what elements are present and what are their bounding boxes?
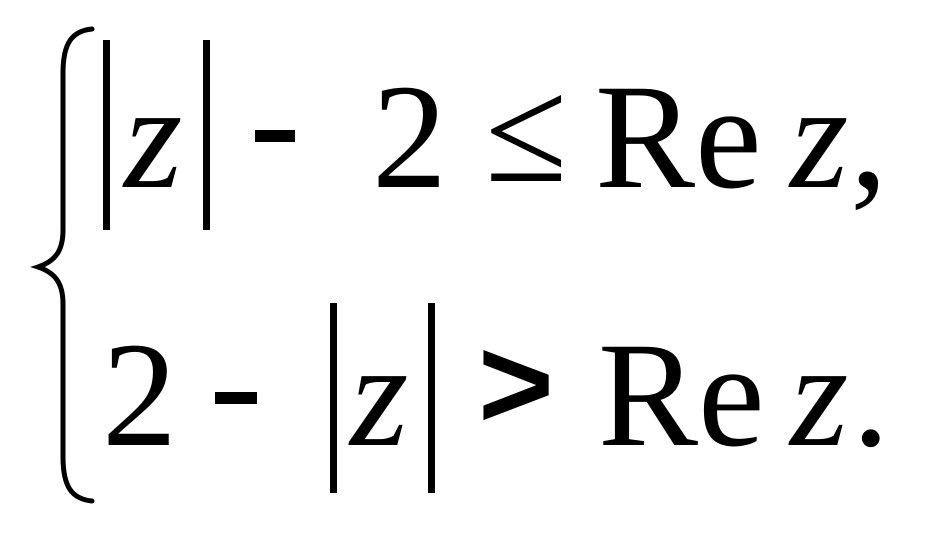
greater-than-sign: > xyxy=(478,310,554,456)
rhs-variable-z: z xyxy=(790,54,849,220)
constant-2: 2 xyxy=(102,312,177,478)
abs-bar-right xyxy=(203,40,210,230)
real-part-operator: Re xyxy=(595,54,762,220)
less-equal-sign: ≤ xyxy=(485,48,568,214)
minus-sign xyxy=(255,130,295,142)
variable-z: z xyxy=(124,54,183,220)
real-part-operator: Re xyxy=(598,312,765,478)
rhs-variable-z: z xyxy=(790,312,849,478)
abs-bar-right xyxy=(428,303,435,493)
abs-bar-left xyxy=(330,303,337,493)
minus-sign xyxy=(215,392,257,404)
constant-2: 2 xyxy=(372,54,447,220)
abs-bar-left xyxy=(103,40,110,230)
period: . xyxy=(852,312,890,478)
variable-z: z xyxy=(350,312,409,478)
curly-brace xyxy=(30,26,95,504)
comma: , xyxy=(850,54,888,220)
